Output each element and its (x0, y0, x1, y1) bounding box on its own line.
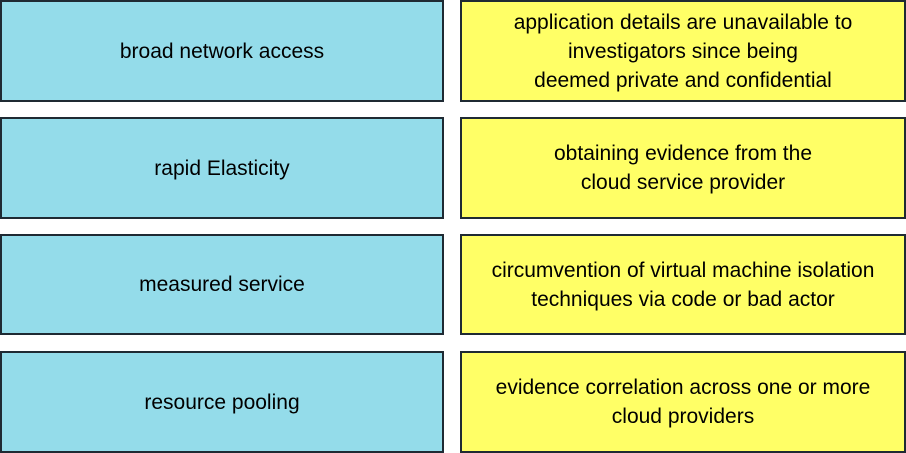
description-label: evidence correlation across one or more … (495, 376, 871, 428)
term-box-resource-pooling[interactable]: resource pooling (0, 351, 444, 453)
description-box-application-details[interactable]: application details are unavailable to i… (460, 0, 906, 102)
term-box-measured-service[interactable]: measured service (0, 234, 444, 335)
term-label: broad network access (119, 39, 325, 63)
description-label: circumvention of virtual machine isolati… (491, 258, 875, 311)
term-box-rapid-elasticity[interactable]: rapid Elasticity (0, 117, 444, 219)
term-label: resource pooling (144, 390, 300, 414)
description-box-obtaining-evidence[interactable]: obtaining evidence from the cloud servic… (460, 117, 906, 219)
description-box-evidence-correlation[interactable]: evidence correlation across one or more … (460, 351, 906, 453)
term-box-broad-network-access[interactable]: broad network access (0, 0, 444, 102)
description-label: obtaining evidence from the cloud servic… (554, 142, 812, 194)
description-box-vm-isolation[interactable]: circumvention of virtual machine isolati… (460, 234, 906, 335)
description-label: application details are unavailable to i… (513, 10, 853, 92)
term-label: measured service (139, 273, 305, 296)
term-label: rapid Elasticity (154, 156, 290, 180)
